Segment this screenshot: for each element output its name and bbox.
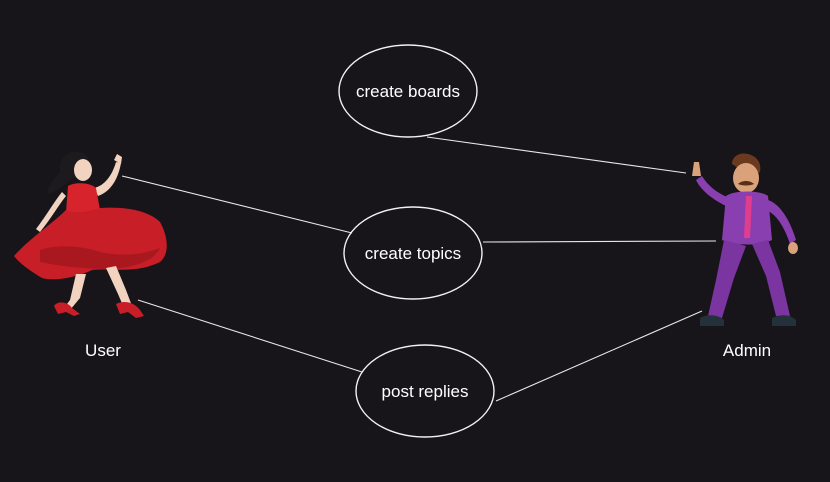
use-case-create-topics[interactable]: create topics [343,206,483,300]
use-case-label: create topics [365,244,461,263]
dancing-man-icon [692,153,798,326]
use-case-ellipse [338,44,478,138]
use-case-create-boards[interactable]: create boards [338,44,478,138]
dancing-woman-icon [14,151,167,318]
use-case-label: create boards [356,82,460,101]
use-case-ellipse [343,206,483,300]
connector-admin-post-replies [495,310,703,402]
actor-user[interactable]: User [14,151,167,360]
use-case-label: post replies [382,382,469,401]
actor-label: User [85,341,121,360]
use-case-ellipse [355,344,495,438]
actor-label: Admin [723,341,771,360]
actor-admin[interactable]: Admin [692,153,798,360]
connector-user-post-replies [137,299,363,373]
use-case-post-replies[interactable]: post replies [355,344,495,438]
connector-user-create-topics [121,175,353,234]
connector-admin-create-topics [482,240,717,243]
connector-admin-create-boards [426,136,687,174]
